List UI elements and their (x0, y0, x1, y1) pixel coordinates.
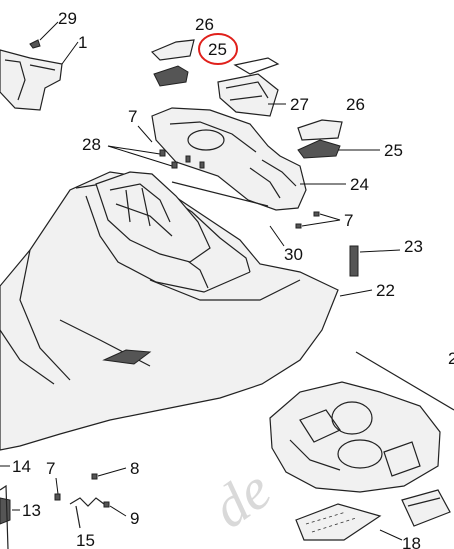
part-windshield-frame[interactable] (95, 171, 211, 263)
label-14: 14 (12, 457, 31, 476)
part-29-screw[interactable] (29, 39, 41, 49)
label-24: 24 (350, 175, 369, 194)
label-26-right: 26 (346, 95, 365, 114)
label-25-right: 25 (384, 141, 403, 160)
part-vent-duct[interactable] (401, 489, 451, 527)
part-30-rod[interactable] (171, 181, 269, 207)
label-23: 23 (404, 237, 423, 256)
part-edge-trim[interactable] (0, 484, 9, 549)
label-22: 22 (376, 281, 395, 300)
part-15-spring-clip[interactable] (69, 497, 105, 529)
part-mesh-panel[interactable] (295, 503, 382, 541)
label-15: 15 (76, 531, 95, 549)
part-24-dash-pod[interactable] (151, 107, 307, 211)
part-1-side-panel[interactable] (0, 49, 63, 111)
watermark-text: de (200, 456, 282, 541)
label-27: 27 (290, 95, 309, 114)
part-7-bottom-screw[interactable] (54, 493, 61, 501)
label-13: 13 (22, 501, 41, 520)
part-18-inner-panel[interactable] (269, 381, 441, 493)
part-25-right-bracket[interactable] (297, 139, 341, 159)
label-25-top: 25 (208, 40, 227, 59)
label-7-bottom: 7 (46, 459, 55, 478)
label-8: 8 (130, 459, 139, 478)
label-1: 1 (78, 33, 87, 52)
label-18: 18 (402, 534, 421, 549)
part-28-screws[interactable] (159, 149, 205, 169)
part-25-top-bracket[interactable] (153, 65, 189, 87)
part-2-rubber-strip[interactable] (355, 351, 454, 411)
part-13-clip[interactable] (0, 497, 11, 525)
label-29: 29 (58, 9, 77, 28)
label-7-top: 7 (128, 107, 137, 126)
part-9-screw[interactable] (103, 501, 110, 508)
part-26-right-trim[interactable] (297, 119, 343, 141)
label-2-partial: 2 (448, 349, 454, 368)
part-8-screw[interactable] (91, 473, 98, 480)
label-26-top: 26 (195, 15, 214, 34)
part-22-hood[interactable] (0, 171, 339, 451)
label-7-right: 7 (344, 211, 353, 230)
part-7-right-screws[interactable] (295, 211, 320, 229)
part-27-gauge-housing[interactable] (217, 73, 279, 117)
label-28: 28 (82, 135, 101, 154)
highlight-circle-25 (198, 33, 238, 65)
part-23-clip[interactable] (349, 245, 359, 277)
label-9: 9 (130, 509, 139, 528)
part-lens-strip[interactable] (233, 57, 280, 75)
part-26-top-trim[interactable] (150, 39, 195, 61)
label-30: 30 (284, 245, 303, 264)
